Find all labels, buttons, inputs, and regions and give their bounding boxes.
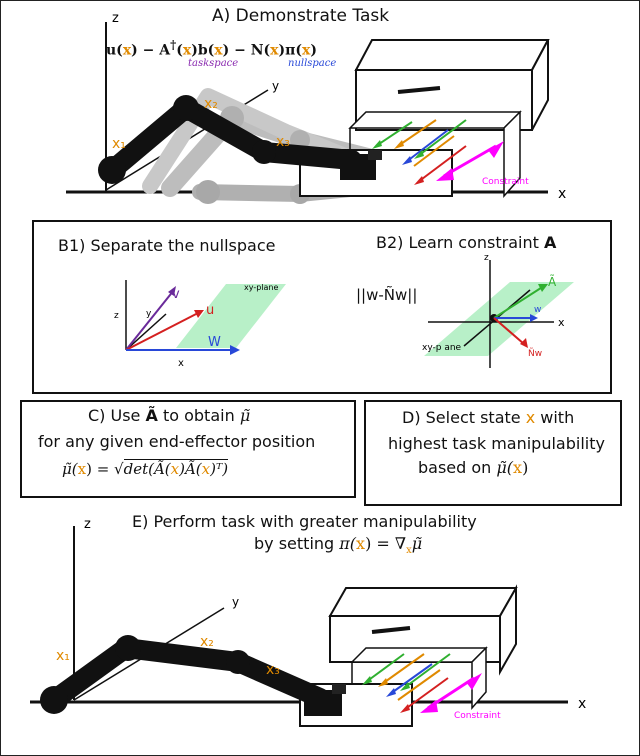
panel-b1-title: B1) Separate the nullspace [58,236,276,255]
panel-b1-diagram: z y x xy-plane v u W [114,280,286,369]
x1-label-e: x₁ [56,648,70,664]
b1-vector-v: v [125,286,180,351]
b1-plane-label: xy-plane [244,283,278,292]
b2-vector-w: w [494,305,541,322]
axis-x-label: x [558,186,566,202]
svg-text:Ã: Ã [548,274,557,289]
panel-e-line2: by setting π(x) = ∇xμ̃ [254,534,423,557]
b2-vector-nw: Ñw [493,317,542,359]
b1-axis-x: x [178,358,184,369]
panel-c-formula: μ̃(x) = √det(Ã(x)Ã(x)ᵀ) [62,459,229,478]
b1-vector-u: u [125,303,214,351]
panel-a-equation: u(x) − A†(x)b(x) − N(x)π(x) [106,38,318,59]
robot-arm-e [40,635,346,716]
e-axis-y-label: y [232,595,239,609]
e-axis-z-label: z [84,517,91,532]
b2-plane-label: xy-p ane [422,343,462,353]
b1-axis-y: y [146,309,152,319]
constraint-arrow-e: Constraint [420,673,501,721]
x3-label-a: x₃ [276,134,290,150]
e-axis-x-label: x [578,696,586,712]
b1-vector-w: W [126,335,240,355]
panel-a-title: A) Demonstrate Task [212,6,390,26]
robot-arm-a [98,95,382,184]
panel-c [20,400,356,498]
panel-c-line1: C) Use Ã to obtain μ̃ [88,406,251,425]
taskspace-label: taskspace [188,58,239,69]
panel-a-scene: z y x [66,11,566,204]
b1-axis-z: z [114,311,119,321]
x3-label-e: x₃ [266,662,280,678]
svg-text:u: u [206,303,214,318]
drawer-e [299,584,518,727]
b2-axis-z: z [484,253,489,263]
axis-y-label: y [272,79,279,93]
svg-text:Ñw: Ñw [528,348,542,359]
svg-text:W: W [208,335,221,350]
x1-label-a: x₁ [112,136,126,152]
x2-label-e: x₂ [200,634,214,650]
panel-e-title: E) Perform task with greater manipulabil… [132,512,477,531]
demo-arrows-e [362,653,451,713]
demo-arrows-a [372,119,467,185]
panel-b2-diagram: z x xy-p ane Ã w Ñw [422,253,574,368]
constraint-arrow-a: Constraint [436,141,529,187]
panel-c-line2: for any given end-effector position [38,432,316,451]
svg-text:v: v [172,287,180,302]
svg-text:Constraint: Constraint [454,711,501,721]
x2-label-a: x₂ [204,96,218,112]
drawer-a [299,39,550,198]
svg-text:w: w [534,305,541,315]
nullspace-label: nullspace [288,58,337,69]
panel-d [364,400,622,506]
panel-b2-title: B2) Learn constraint A [376,233,557,252]
b2-axis-x: x [558,316,565,329]
b2-vector-a: Ã [493,274,557,319]
svg-text:Constraint: Constraint [482,177,529,187]
panel-e-scene: z y x Constraint [30,517,586,727]
axis-z-label: z [112,11,119,26]
panel-d-line1: D) Select state x with [402,408,575,427]
panel-d-line3: based on μ̃(x) [418,458,529,477]
norm-expression: ||w-Ñw|| [356,286,418,304]
panel-d-line2: highest task manipulability [388,434,605,453]
